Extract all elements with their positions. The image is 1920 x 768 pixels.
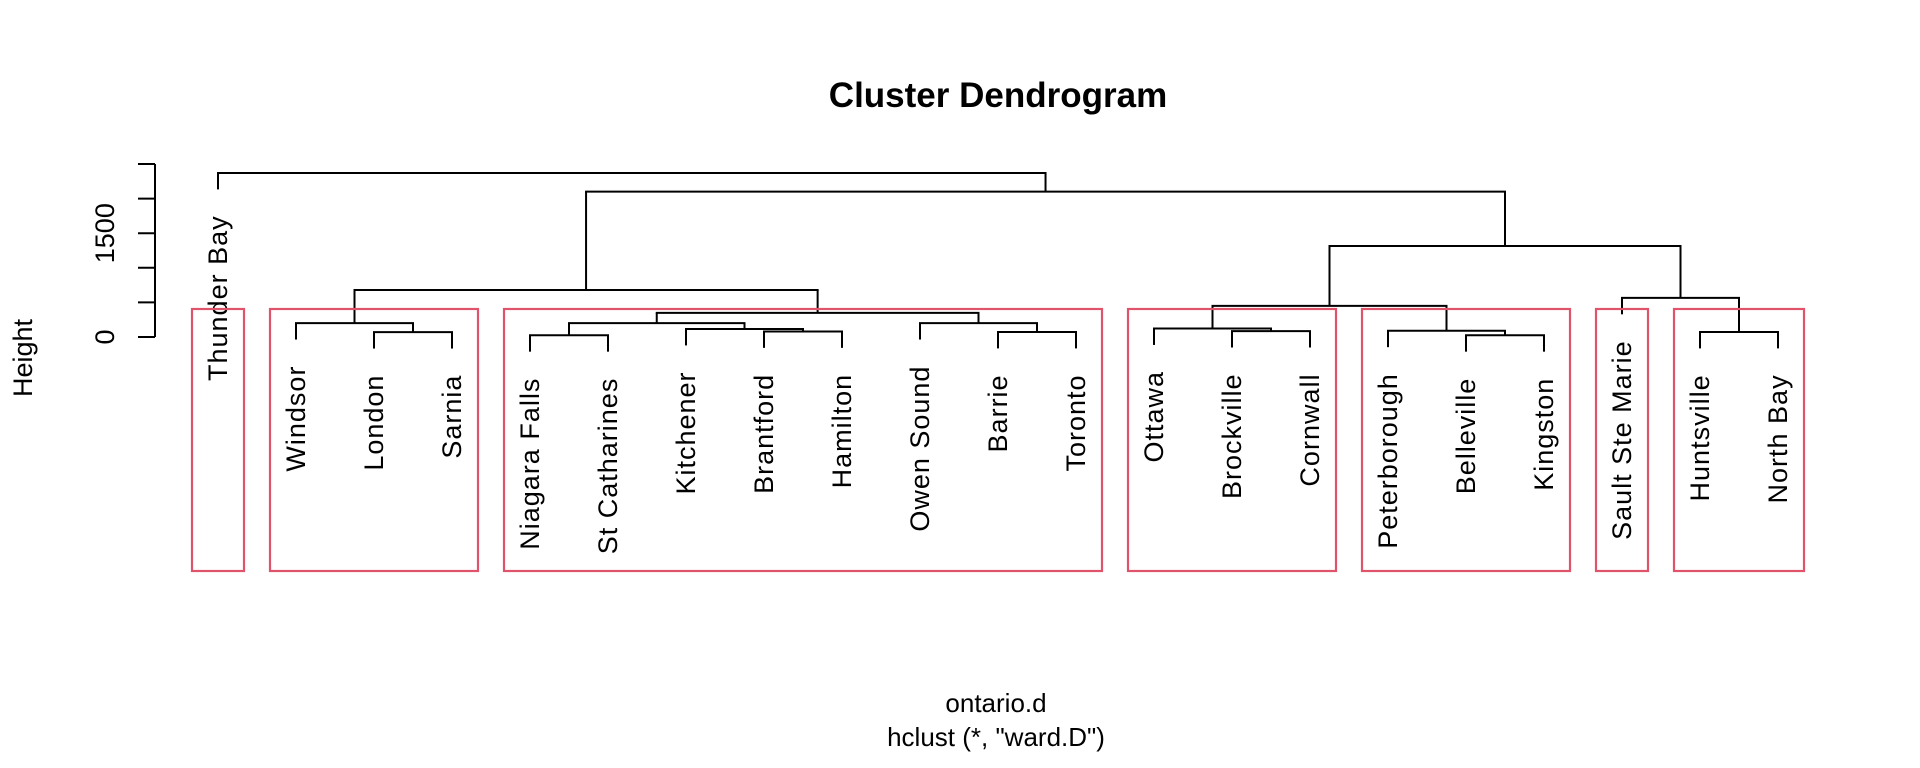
leaf-label: Ottawa (1139, 371, 1169, 463)
leaf-label: Brockville (1217, 374, 1247, 500)
xlabel-line-1: ontario.d (945, 688, 1047, 718)
leaf-label: Niagara Falls (515, 378, 545, 550)
cluster-box (502, 307, 1104, 573)
cluster-box (190, 307, 246, 573)
leaf-label: Thunder Bay (203, 215, 233, 381)
leaf-label: North Bay (1763, 374, 1793, 503)
leaf-label: Peterborough (1373, 373, 1403, 549)
leaf-label: Cornwall (1295, 374, 1325, 487)
chart-title: Cluster Dendrogram (828, 76, 1168, 115)
leaf-label: Windsor (281, 366, 311, 472)
leaf-label: Huntsville (1685, 374, 1715, 501)
leaf-label: London (359, 375, 389, 471)
cluster-box (268, 307, 480, 573)
cluster-box (1360, 307, 1572, 573)
leaf-label: Sault Ste Marie (1607, 340, 1637, 540)
cluster-box (1672, 307, 1806, 573)
leaf-label: Owen Sound (905, 366, 935, 532)
leaf-label: St Catharines (593, 378, 623, 555)
cluster-box (1594, 307, 1650, 573)
leaf-label: Kitchener (671, 371, 701, 494)
leaf-label: Kingston (1529, 378, 1559, 491)
y-axis-title: Height (8, 318, 38, 397)
cluster-box (1126, 307, 1338, 573)
leaf-label: Sarnia (437, 375, 467, 459)
leaf-label: Belleville (1451, 378, 1481, 495)
leaf-label: Hamilton (827, 374, 857, 489)
xlabel-line-2: hclust (*, "ward.D") (887, 722, 1105, 752)
y-axis-tick-label: 1500 (90, 203, 120, 263)
leaf-label: Toronto (1061, 374, 1091, 471)
leaf-label: Barrie (983, 374, 1013, 452)
leaf-label: Brantford (749, 374, 779, 494)
y-axis-tick-label: 0 (90, 329, 120, 344)
